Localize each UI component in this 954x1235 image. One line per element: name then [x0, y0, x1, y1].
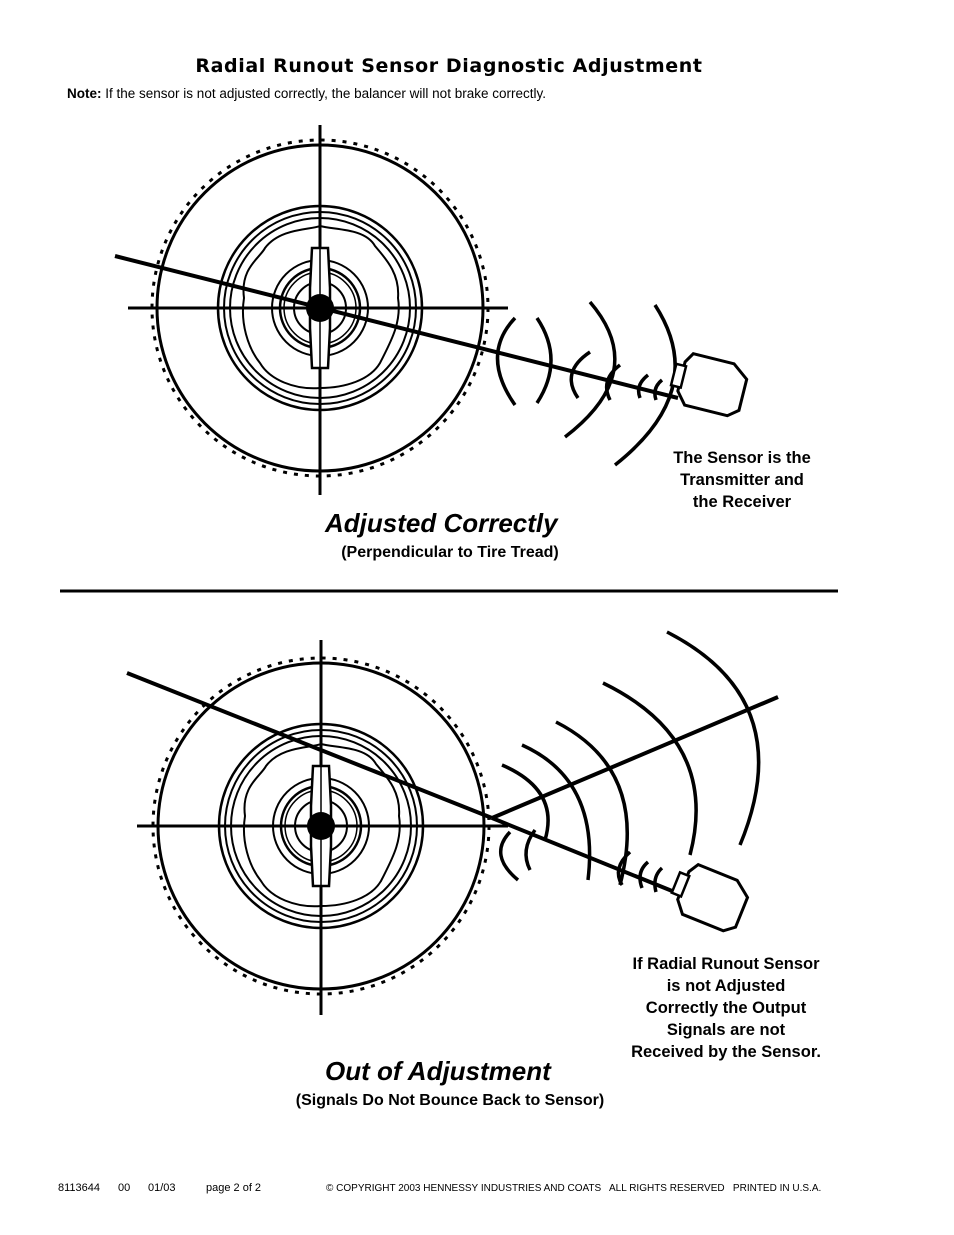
- callout-line: Transmitter and: [680, 471, 804, 489]
- callout-line: Signals are not: [666, 1021, 786, 1039]
- sensor-icon: [664, 857, 754, 937]
- subcaption-adjusted-correctly: (Perpendicular to Tire Tread): [341, 544, 559, 561]
- note-label: Note:: [67, 86, 102, 101]
- sensor-signal-waves: [495, 300, 677, 467]
- callout-line: the Receiver: [692, 493, 792, 511]
- caption-out-of-adjustment: Out of Adjustment: [325, 1056, 551, 1086]
- sensor-callout-bottom: If Radial Runout Sensor is not Adjusted …: [596, 953, 856, 1063]
- diagram-adjusted-correctly: [114, 125, 752, 495]
- footer-date: 01/03: [148, 1182, 176, 1194]
- footer-revision: 00: [118, 1182, 131, 1194]
- sensor-beam-line: [114, 254, 679, 400]
- tire-wheel-graphic: [137, 640, 508, 1015]
- callout-line: If Radial Runout Sensor: [632, 955, 820, 973]
- sensor-beam-line: [491, 816, 683, 897]
- footer-copyright: © COPYRIGHT 2003 HENNESSY INDUSTRIES AND…: [326, 1183, 822, 1194]
- sensor-icon: [665, 348, 752, 420]
- caption-adjusted-correctly: Adjusted Correctly: [325, 508, 558, 538]
- subcaption-out-of-adjustment: (Signals Do Not Bounce Back to Sensor): [295, 1092, 605, 1109]
- callout-line: is not Adjusted: [666, 977, 786, 995]
- note: Note: If the sensor is not adjusted corr…: [67, 86, 546, 101]
- callout-line: Correctly the Output: [645, 999, 807, 1017]
- callout-line: The Sensor is the: [673, 449, 811, 467]
- sensor-callout-top: The Sensor is the Transmitter and the Re…: [632, 447, 852, 513]
- diagram-out-of-adjustment: [126, 630, 779, 1015]
- deflected-beam-line: [491, 695, 779, 820]
- page-title: Radial Runout Sensor Diagnostic Adjustme…: [195, 55, 703, 77]
- tire-wheel-graphic: [128, 125, 508, 495]
- callout-line: Received by the Sensor.: [631, 1043, 821, 1061]
- incoming-beam-line: [126, 671, 493, 820]
- footer-page: page 2 of 2: [206, 1182, 262, 1194]
- note-text: If the sensor is not adjusted correctly,…: [105, 86, 546, 101]
- footer-part-number: 8113644: [58, 1182, 101, 1194]
- sensor-signal-waves: [499, 828, 664, 893]
